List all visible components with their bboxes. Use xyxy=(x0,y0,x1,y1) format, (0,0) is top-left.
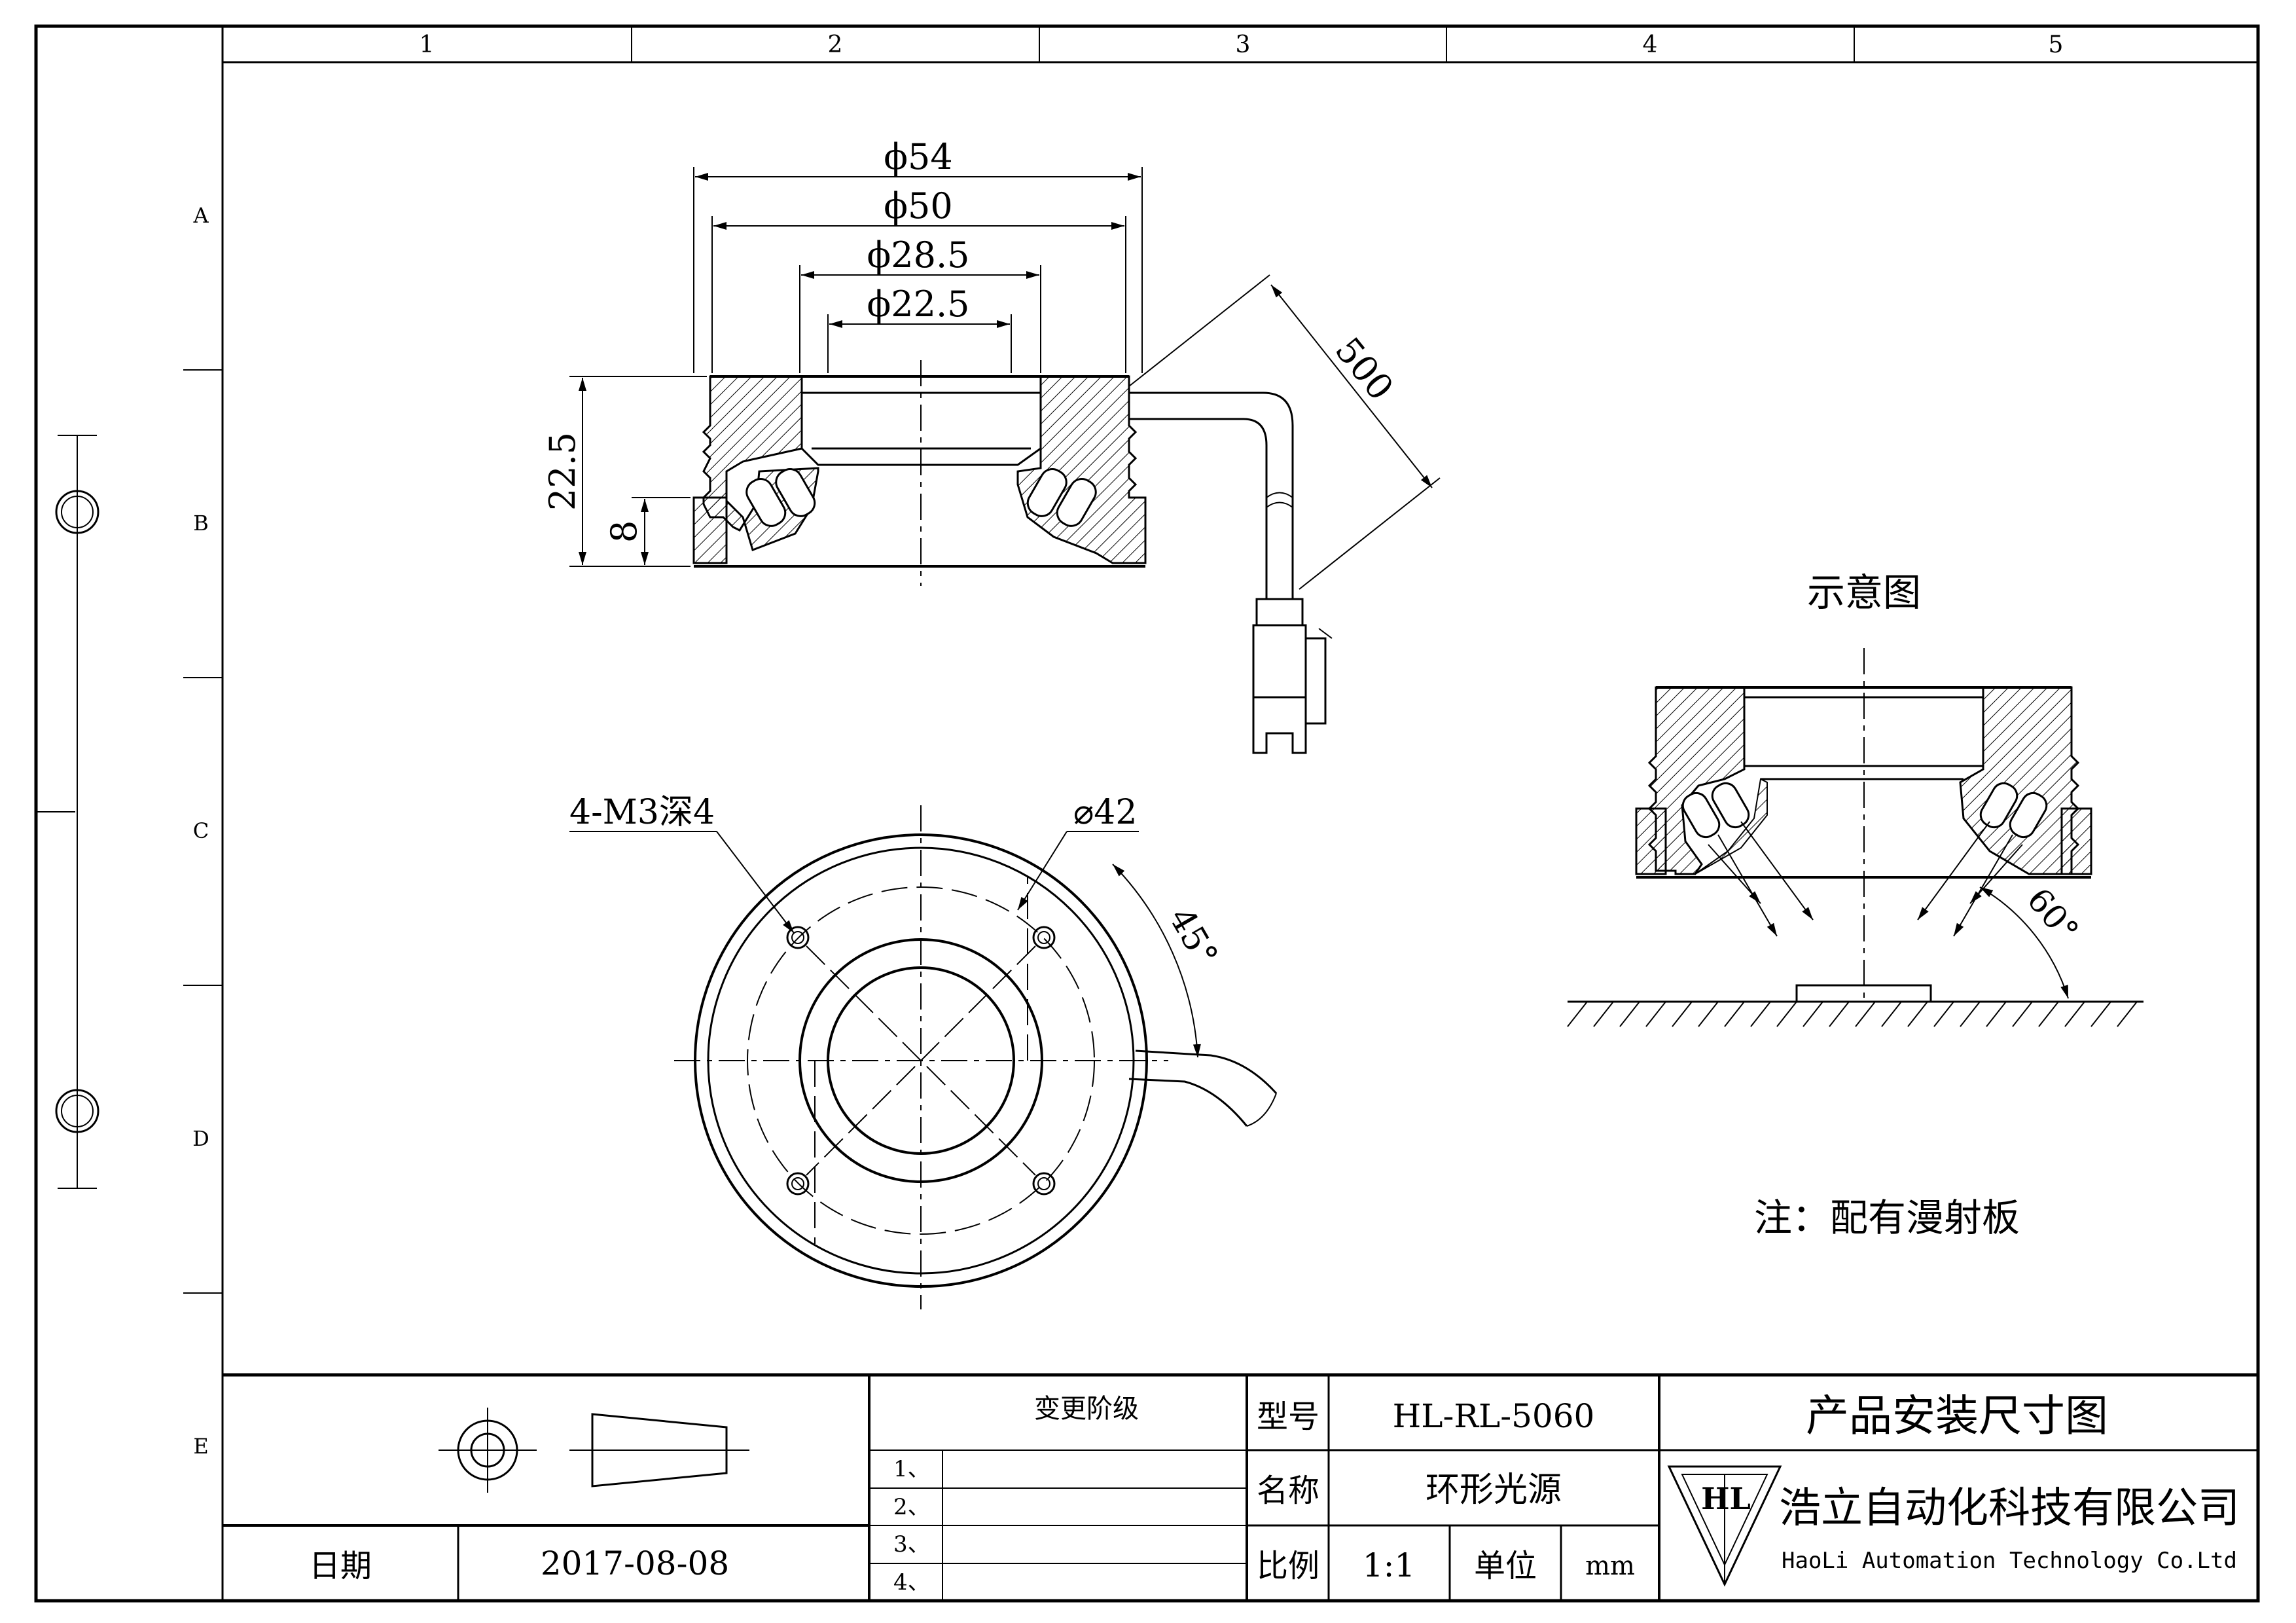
company-name-en: HaoLi Automation Technology Co.Ltd xyxy=(1782,1548,2237,1574)
change-row: 4、 xyxy=(893,1569,930,1596)
dim-d28-5: ϕ28.5 xyxy=(867,234,969,276)
unit-value: mm xyxy=(1585,1551,1635,1581)
dim-height: 22.5 xyxy=(542,432,583,511)
company-name-cn: 浩立自动化科技有限公司 xyxy=(1779,1484,2240,1533)
mounting-hole xyxy=(786,1172,810,1195)
column-label: 5 xyxy=(2049,31,2064,58)
schematic-title: 示意图 xyxy=(1807,570,1921,615)
name-value: 环形光源 xyxy=(1426,1470,1562,1510)
scale-value: 1:1 xyxy=(1363,1546,1415,1584)
dim-height-small: 8 xyxy=(603,520,645,543)
mounting-hole xyxy=(1032,926,1056,949)
name-label: 名称 xyxy=(1257,1472,1319,1509)
top-view xyxy=(569,805,1278,1309)
model-value: HL-RL-5060 xyxy=(1393,1397,1595,1435)
drawing-title: 产品安装尺寸图 xyxy=(1806,1391,2108,1441)
change-row: 1、 xyxy=(893,1456,930,1482)
change-row: 3、 xyxy=(893,1531,930,1558)
dim-cable-length: 500 xyxy=(1327,329,1401,408)
row-label: B xyxy=(193,511,209,536)
ground-hatch xyxy=(1567,1001,2138,1027)
side-view-dimensions xyxy=(569,167,1441,590)
change-level-label: 变更阶级 xyxy=(1034,1394,1139,1424)
schematic-view xyxy=(1567,648,2144,1027)
bolt-circle-label: ⌀42 xyxy=(1073,793,1137,832)
change-row: 2、 xyxy=(893,1494,930,1520)
projection-symbol-icon xyxy=(439,1408,749,1493)
dim-d22-5: ϕ22.5 xyxy=(867,283,969,325)
row-label: D xyxy=(192,1126,209,1151)
row-label: C xyxy=(193,818,209,843)
row-label: A xyxy=(192,203,209,228)
led-left xyxy=(745,468,816,527)
top-view-labels: 4-M3深4 ⌀42 45° xyxy=(569,793,1225,973)
dim-d54: ϕ54 xyxy=(884,136,953,177)
schematic-labels: 示意图 60° 注：配有漫射板 xyxy=(1754,570,2086,1240)
column-label: 1 xyxy=(420,31,435,58)
title-block: HL xyxy=(223,1373,2258,1601)
side-section-view xyxy=(692,360,1333,754)
unit-label: 单位 xyxy=(1474,1548,1537,1584)
mounting-hole xyxy=(786,926,810,949)
column-label: 3 xyxy=(1236,31,1251,58)
mounting-hole xyxy=(1032,1172,1056,1195)
angle-label: 45° xyxy=(1161,902,1225,974)
column-labels: 1 2 3 4 5 xyxy=(420,31,2064,58)
side-view-dim-labels: ϕ54 ϕ50 ϕ28.5 ϕ22.5 22.5 8 500 xyxy=(542,136,1401,543)
dim-d50: ϕ50 xyxy=(884,185,953,227)
logo-text: HL xyxy=(1701,1481,1751,1516)
schematic-angle: 60° xyxy=(2020,881,2086,949)
sheet-frame xyxy=(34,24,2260,1603)
hole-callout: 4-M3深4 xyxy=(569,793,715,832)
model-label: 型号 xyxy=(1257,1398,1319,1435)
title-block-text: 变更阶级 1、 2、 3、 4、 日期 2017-08-08 型号 HL-RL-… xyxy=(309,1391,2240,1596)
date-label: 日期 xyxy=(309,1548,372,1584)
scale-label: 比例 xyxy=(1257,1548,1319,1584)
date-value: 2017-08-08 xyxy=(541,1544,729,1582)
row-label: E xyxy=(193,1434,208,1459)
column-label: 2 xyxy=(828,31,843,58)
led-right xyxy=(1026,468,1097,527)
company-logo-icon: HL xyxy=(1667,1465,1782,1587)
row-labels: A B C D E xyxy=(192,203,209,1459)
column-label: 4 xyxy=(1643,31,1658,58)
schematic-note: 注：配有漫射板 xyxy=(1754,1195,2020,1240)
